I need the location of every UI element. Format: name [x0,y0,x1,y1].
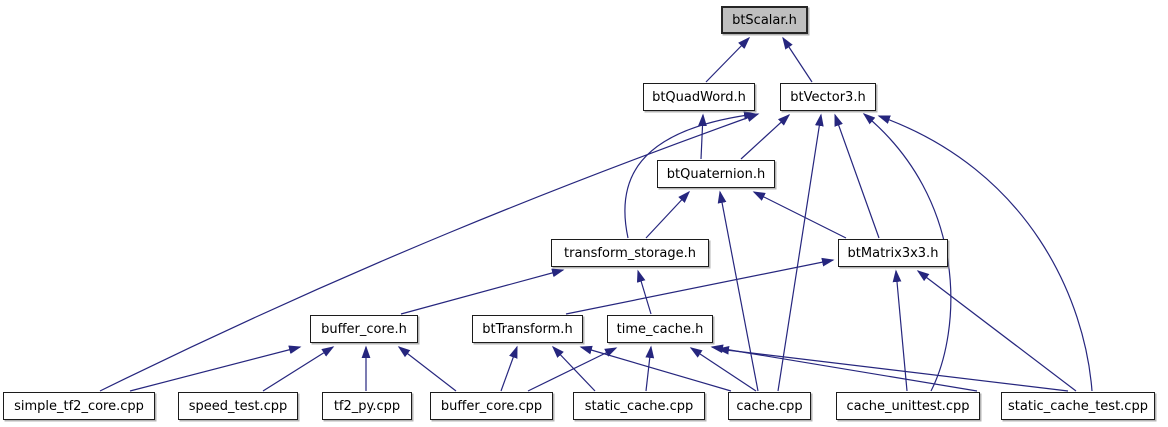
edge-btVector3_h-to-btScalar_h [782,36,813,83]
edge-btTransform_h-to-btMatrix3x3_h [565,257,835,315]
edge-btQuaternion_h-to-btVector3_h [740,113,791,160]
edge-time_cache_h-to-transform_storage_h [636,269,652,315]
node-tf2_py_cpp[interactable]: tf2_py.cpp [322,392,412,420]
node-simple_tf2_core_cpp[interactable]: simple_tf2_core.cpp [3,392,155,420]
edge-cache_cpp-to-btTransform_h [579,345,732,392]
node-transform_storage_h[interactable]: transform_storage.h [551,239,709,267]
edge-transform_storage_h-to-btQuaternion_h [645,190,691,239]
node-btVector3_h[interactable]: btVector3.h [780,83,876,111]
node-speed_test_cpp[interactable]: speed_test.cpp [178,392,298,420]
edge-cache_cpp-to-btQuaternion_h [717,190,759,392]
node-static_cache_cpp[interactable]: static_cache.cpp [573,392,705,420]
edge-buffer_core_cpp-to-buffer_core_h [397,346,457,392]
edge-simple_tf2_core_cpp-to-buffer_core_h [129,345,302,392]
edge-static_cache_test_cpp-to-btMatrix3x3_h [916,270,1077,392]
node-btMatrix3x3_h[interactable]: btMatrix3x3.h [838,239,948,267]
edge-buffer_core_cpp-to-time_cache_h [527,347,618,392]
edge-simple_tf2_core_cpp-to-btVector3_h [99,113,760,392]
edge-static_cache_test_cpp-to-time_cache_h [716,345,1069,392]
node-btQuaternion_h[interactable]: btQuaternion.h [657,160,775,188]
node-btScalar_h: btScalar.h [721,6,808,34]
node-buffer_core_cpp[interactable]: buffer_core.cpp [430,392,553,420]
edge-cache_cpp-to-time_cache_h [689,347,757,392]
node-btQuadWord_h[interactable]: btQuadWord.h [643,83,755,111]
edge-static_cache_test_cpp-to-btVector3_h [877,115,1093,392]
edge-cache_unittest_cpp-to-btMatrix3x3_h [892,269,908,392]
edge-btQuadWord_h-to-btScalar_h [705,36,751,83]
edge-btQuaternion_h-to-btQuadWord_h [698,113,707,160]
node-static_cache_test_cpp[interactable]: static_cache_test.cpp [1001,392,1155,420]
edge-cache_cpp-to-btVector3_h [777,113,824,392]
edge-btMatrix3x3_h-to-btQuaternion_h [752,191,847,239]
edge-static_cache_cpp-to-btTransform_h [551,345,596,392]
edge-buffer_core_h-to-transform_storage_h [400,268,565,315]
edge-cache_unittest_cpp-to-time_cache_h [710,344,978,392]
edge-static_cache_cpp-to-time_cache_h [645,345,655,392]
edge-speed_test_cpp-to-buffer_core_h [262,346,335,392]
node-cache_unittest_cpp[interactable]: cache_unittest.cpp [836,392,980,420]
node-buffer_core_h[interactable]: buffer_core.h [310,315,418,343]
node-btTransform_h[interactable]: btTransform.h [472,315,583,343]
edge-buffer_core_cpp-to-btTransform_h [500,345,518,392]
edge-transform_storage_h-to-btVector3_h [624,111,757,239]
node-cache_cpp[interactable]: cache.cpp [728,392,811,420]
node-time_cache_h[interactable]: time_cache.h [607,315,713,343]
edge-btMatrix3x3_h-to-btVector3_h [834,113,880,239]
